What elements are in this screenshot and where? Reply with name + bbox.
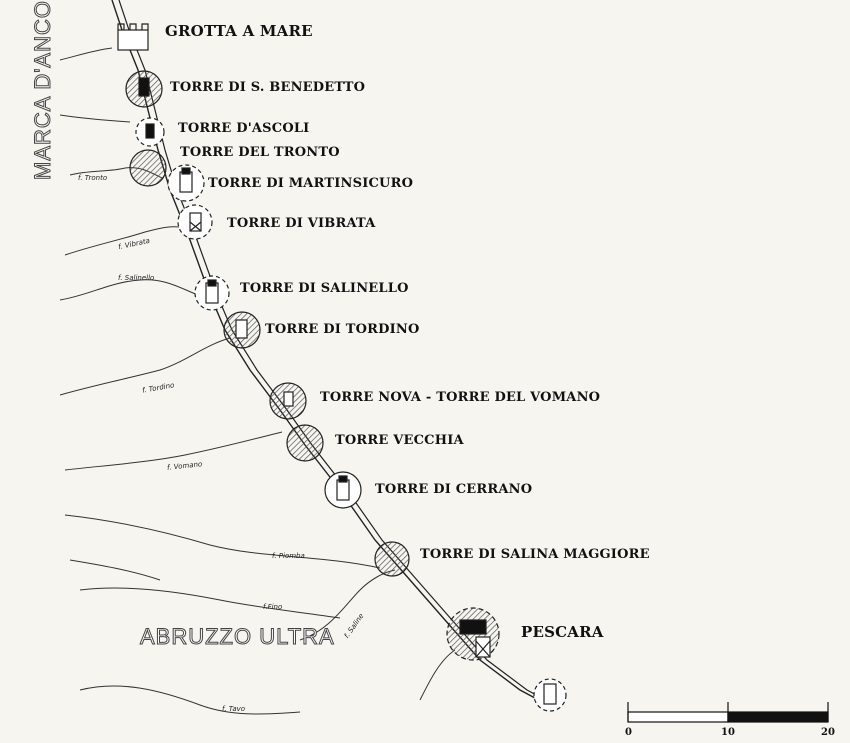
tower-vomano-marker bbox=[269, 382, 307, 420]
label-vibrata: TORRE DI VIBRATA bbox=[227, 216, 376, 231]
river-vibrata bbox=[64, 226, 186, 256]
coastline bbox=[111, 0, 556, 706]
river-tordino bbox=[59, 337, 231, 396]
label-cerrano: TORRE DI CERRANO bbox=[375, 482, 533, 497]
label-ascoli: TORRE D'ASCOLI bbox=[178, 121, 310, 136]
scale-tick-10: 10 bbox=[721, 727, 735, 738]
label-vomano: TORRE NOVA - TORRE DEL VOMANO bbox=[320, 390, 601, 405]
tower-salina-marker bbox=[374, 541, 410, 577]
rivers bbox=[59, 47, 456, 715]
tower-markers bbox=[117, 23, 567, 712]
tower-south-marker bbox=[533, 678, 567, 712]
label-salina: TORRE DI SALINA MAGGIORE bbox=[420, 547, 650, 562]
river-label-piomba: f. Piomba bbox=[272, 552, 305, 560]
tower-pescara-marker bbox=[446, 607, 500, 661]
label-vecchia: TORRE VECCHIA bbox=[335, 433, 464, 448]
scale-tick-20: 20 bbox=[821, 727, 835, 738]
label-grotta: GROTTA A MARE bbox=[165, 22, 313, 40]
river-label-salinello: f. Salinello bbox=[118, 274, 155, 282]
tower-cerrano-marker bbox=[324, 471, 362, 509]
tower-salinello-marker bbox=[194, 275, 230, 311]
scale-bar bbox=[627, 702, 829, 723]
label-martinsicuro: TORRE DI MARTINSICURO bbox=[208, 176, 414, 191]
label-tronto: TORRE DEL TRONTO bbox=[180, 145, 340, 160]
river-piomba bbox=[64, 514, 381, 569]
river-salinello bbox=[59, 279, 199, 301]
tower-vecchia-marker bbox=[286, 424, 324, 462]
tower-martinsicuro-marker bbox=[167, 164, 205, 202]
scale-tick-0: 0 bbox=[625, 727, 632, 738]
tower-ascoli-marker bbox=[135, 117, 165, 147]
region-label-south: ABRUZZO ULTRA bbox=[140, 624, 335, 650]
label-pescara: PESCARA bbox=[521, 623, 604, 641]
river-label-tavo: f. Tavo bbox=[222, 705, 246, 713]
river-fino bbox=[79, 587, 341, 619]
river-label-fino: f.Fino bbox=[263, 603, 283, 611]
label-tordino: TORRE DI TORDINO bbox=[265, 322, 420, 337]
region-label-north: MARCA D'ANCONA bbox=[30, 0, 56, 181]
tower-tordino-marker bbox=[223, 311, 261, 349]
tower-vibrata-marker bbox=[177, 204, 213, 240]
river-vomano bbox=[64, 431, 283, 471]
river-label-tronto: f. Tronto bbox=[78, 174, 108, 182]
tower-benedetto-marker bbox=[125, 70, 163, 108]
tower-grotta-marker bbox=[117, 23, 149, 51]
label-salinello: TORRE DI SALINELLO bbox=[240, 281, 409, 296]
river-tavo bbox=[79, 685, 301, 715]
label-benedetto: TORRE DI S. BENEDETTO bbox=[170, 80, 366, 95]
tower-tronto-marker bbox=[129, 149, 167, 187]
